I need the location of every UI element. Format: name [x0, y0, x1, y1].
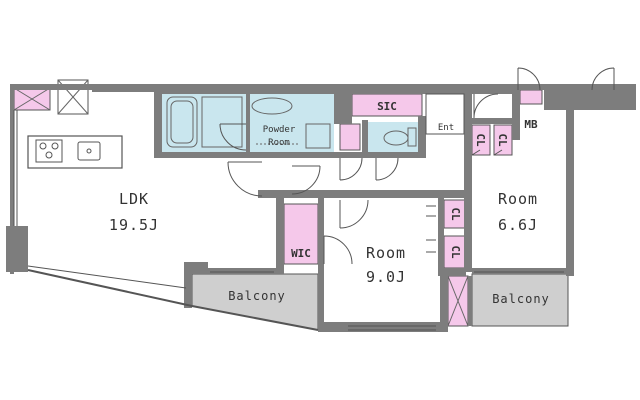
bath-wash-area	[201, 96, 243, 148]
lower-slanted-wall	[27, 269, 319, 331]
room2-size: 6.6J	[498, 216, 538, 234]
cl-label-2: CL	[496, 133, 509, 147]
room1-size: 9.0J	[366, 268, 406, 286]
room2-label: Room	[498, 190, 538, 208]
ldk-label: LDK	[119, 190, 149, 208]
cl-label-1: CL	[474, 133, 487, 147]
wic-label: WIC	[291, 247, 311, 260]
cl-label-3: CL	[449, 207, 462, 221]
toilet-bowl	[383, 130, 409, 146]
washer-space	[305, 123, 331, 149]
powder-room-label-1: Powder	[263, 125, 296, 135]
room1-label: Room	[366, 244, 406, 262]
toilet-tank	[407, 127, 417, 147]
entrance-floor	[425, 93, 465, 135]
powder-room-label-2: Room	[268, 138, 290, 148]
entrance-label: Ent	[438, 123, 454, 133]
sic-label: SIC	[377, 100, 397, 113]
ldk-size: 19.5J	[109, 216, 159, 234]
kitchen-counter	[27, 135, 123, 169]
washbasin	[251, 97, 293, 115]
mb-label: MB	[524, 118, 538, 131]
balcony-left-label: Balcony	[228, 289, 286, 303]
wic-storage	[283, 203, 319, 265]
entrance-storage	[519, 89, 543, 105]
cl-label-4: CL	[449, 245, 462, 259]
bathtub	[166, 96, 198, 148]
hall-storage	[339, 123, 361, 151]
windows	[13, 110, 564, 331]
bathtub-inner	[170, 100, 194, 144]
balcony-right-label: Balcony	[492, 292, 550, 306]
walls	[6, 84, 636, 332]
